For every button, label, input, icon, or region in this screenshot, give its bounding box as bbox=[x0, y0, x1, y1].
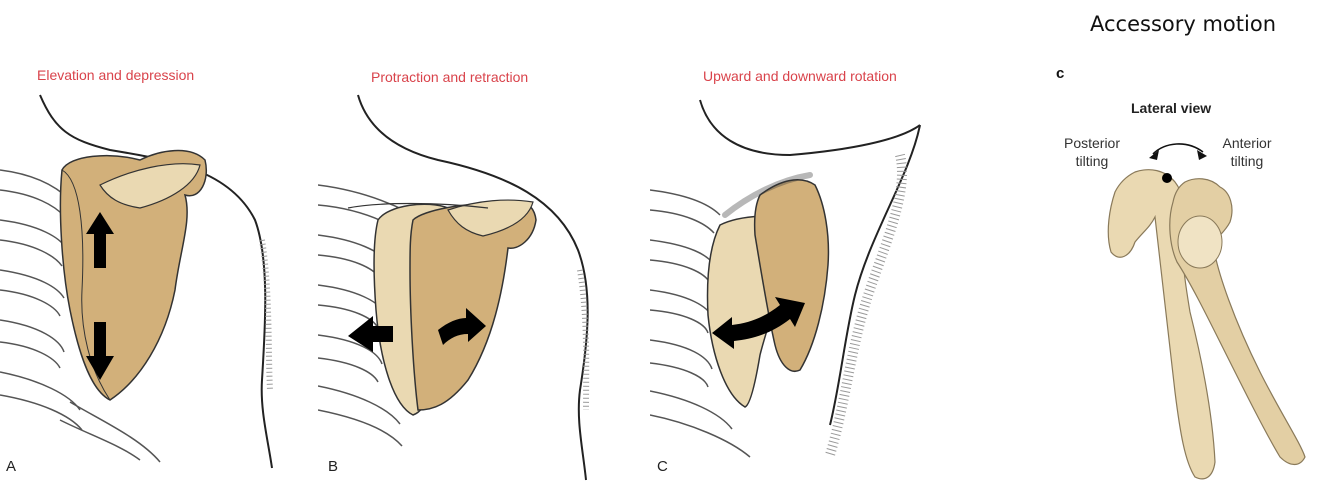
section-header: Accessory motion bbox=[1090, 12, 1277, 36]
tilting-curved-arrow bbox=[1152, 143, 1204, 155]
lateral-view-letter: c bbox=[1056, 65, 1065, 82]
retraction-arrow bbox=[348, 316, 393, 352]
panel-c-letter: C bbox=[657, 458, 668, 475]
panel-b-letter: B bbox=[328, 458, 339, 475]
anterior-tilting-label: Anterior tilting bbox=[1222, 135, 1272, 169]
panel-a-illustration bbox=[0, 94, 273, 469]
panel-a-letter: A bbox=[6, 458, 17, 475]
panel-c-title: Upward and downward rotation bbox=[703, 68, 897, 84]
protraction-arrow bbox=[438, 308, 486, 345]
lateral-view-title: Lateral view bbox=[1131, 100, 1212, 116]
depression-arrow-down bbox=[86, 322, 114, 380]
pivot-point bbox=[1162, 173, 1172, 183]
posterior-tilting-label: Posterior tilting bbox=[1063, 135, 1121, 169]
rotation-arrow bbox=[712, 297, 805, 349]
elevation-arrow-up bbox=[86, 212, 114, 268]
panel-b-illustration bbox=[318, 94, 590, 481]
panel-a-title: Elevation and depression bbox=[37, 67, 195, 83]
panel-c-illustration bbox=[650, 99, 921, 458]
panel-b-title: Protraction and retraction bbox=[371, 69, 529, 85]
lateral-view-illustration bbox=[1107, 143, 1306, 480]
